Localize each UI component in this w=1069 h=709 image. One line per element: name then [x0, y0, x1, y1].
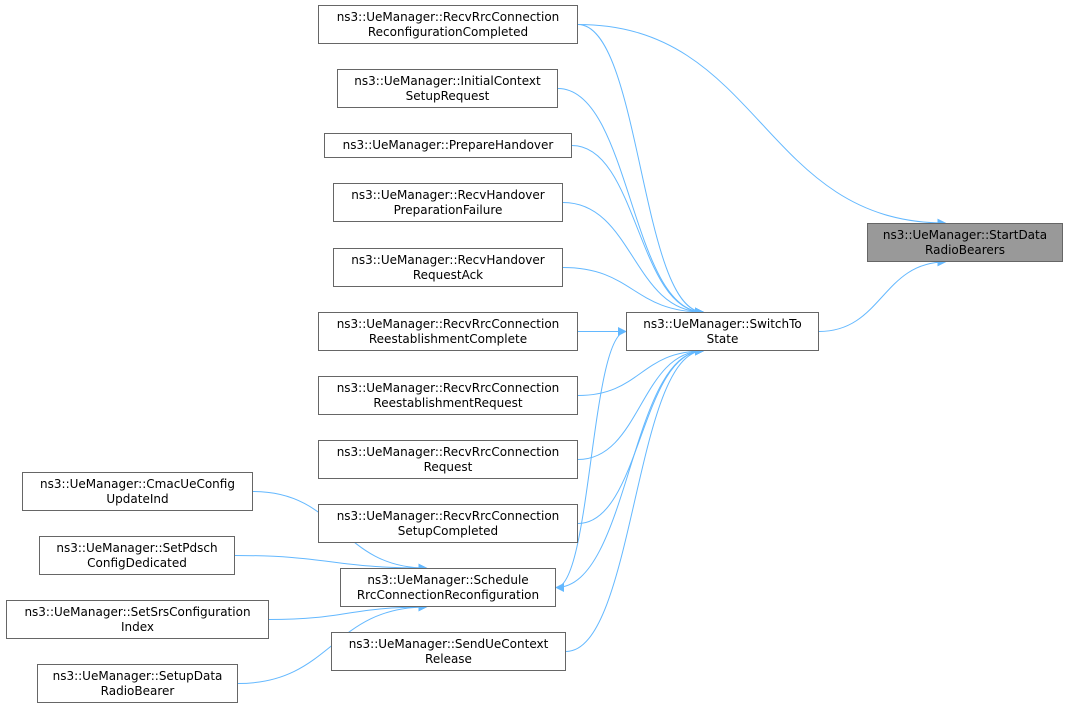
node-schedule-rrc-connection-reconfiguration[interactable]: ns3::UeManager::Schedule RrcConnectionRe…: [340, 568, 556, 607]
call-edge-prepare-handover-to-switch-to-state: [571, 145, 705, 317]
node-label-line: ReconfigurationCompleted: [367, 24, 529, 39]
node-cmac-ue-config-update-ind[interactable]: ns3::UeManager::CmacUeConfig UpdateInd: [22, 472, 253, 511]
node-label-line: PreparationFailure: [393, 202, 503, 217]
node-label-line: Request: [423, 459, 473, 474]
node-label-line: RadioBearer: [100, 683, 175, 698]
call-edge-switch-to-state-to-schedule-rrc-reconf: [555, 331, 627, 592]
node-prepare-handover[interactable]: ns3::UeManager::PrepareHandover: [324, 133, 572, 158]
node-label-line: ns3::UeManager::StartData: [882, 227, 1048, 242]
node-label-line: ns3::UeManager::RecvRrcConnection: [336, 444, 560, 459]
node-label-line: ns3::UeManager::InitialContext: [354, 73, 541, 88]
node-switch-to-state[interactable]: ns3::UeManager::SwitchTo State: [626, 312, 819, 351]
call-edge-send-ue-context-release-to-switch-to-state: [565, 346, 705, 652]
node-label-line: ns3::UeManager::RecvRrcConnection: [336, 380, 560, 395]
node-recv-rrc-connection-reestablishment-request[interactable]: ns3::UeManager::RecvRrcConnection Reesta…: [318, 376, 578, 415]
node-label-line: ns3::UeManager::RecvRrcConnection: [336, 9, 560, 24]
call-edge-recv-rrc-setup-completed-to-switch-to-state: [577, 346, 705, 524]
call-edge-recv-rrc-request-to-switch-to-state: [577, 346, 705, 460]
node-label-line: RequestAck: [412, 267, 484, 282]
node-recv-rrc-connection-setup-completed[interactable]: ns3::UeManager::RecvRrcConnection SetupC…: [318, 504, 578, 543]
node-label-line: ns3::UeManager::RecvRrcConnection: [336, 316, 560, 331]
node-label-line: SetupRequest: [405, 88, 490, 103]
node-label-line: ConfigDedicated: [87, 555, 187, 570]
call-edge-recv-handover-prep-failure-to-switch-to-state: [562, 202, 705, 317]
node-label-line: ns3::UeManager::CmacUeConfig: [40, 476, 235, 491]
call-edge-schedule-rrc-reconf-to-switch-to-state: [555, 346, 705, 588]
node-label-line: ns3::UeManager::SetupData: [52, 668, 223, 683]
node-label-line: Release: [425, 651, 472, 666]
node-label-line: ns3::UeManager::SwitchTo: [643, 316, 802, 331]
node-start-data-radio-bearers: ns3::UeManager::StartData RadioBearers: [867, 223, 1063, 262]
node-recv-handover-request-ack[interactable]: ns3::UeManager::RecvHandover RequestAck: [333, 248, 563, 287]
node-label-line: ns3::UeManager::PrepareHandover: [342, 138, 554, 152]
call-edge-recv-rrc-reconf-completed-to-switch-to-state: [577, 24, 705, 317]
node-label-line: ReestablishmentRequest: [373, 395, 523, 410]
node-label-line: ns3::UeManager::RecvRrcConnection: [336, 508, 560, 523]
node-label-line: ns3::UeManager::Schedule: [367, 572, 529, 587]
node-label-line: ns3::UeManager::RecvHandover: [351, 252, 545, 267]
node-recv-handover-preparation-failure[interactable]: ns3::UeManager::RecvHandover Preparation…: [333, 183, 563, 222]
node-label-line: ns3::UeManager::SetSrsConfiguration: [24, 604, 251, 619]
call-edge-initial-context-setup-to-switch-to-state: [557, 88, 705, 317]
node-setup-data-radio-bearer[interactable]: ns3::UeManager::SetupData RadioBearer: [37, 664, 238, 703]
call-edge-set-pdsch-config-to-schedule-rrc-reconf: [234, 555, 428, 573]
call-edge-recv-handover-request-ack-to-switch-to-state: [562, 267, 705, 317]
node-label-line: RadioBearers: [925, 242, 1005, 257]
node-label-line: RrcConnectionReconfiguration: [356, 587, 540, 602]
node-label-line: ns3::UeManager::SendUeContext: [348, 636, 549, 651]
node-send-ue-context-release[interactable]: ns3::UeManager::SendUeContext Release: [331, 632, 566, 671]
node-label-line: ns3::UeManager::SetPdsch: [56, 540, 218, 555]
node-recv-rrc-connection-reestablishment-complete[interactable]: ns3::UeManager::RecvRrcConnection Reesta…: [318, 312, 578, 351]
node-set-pdsch-config-dedicated[interactable]: ns3::UeManager::SetPdsch ConfigDedicated: [39, 536, 235, 575]
node-label-line: SetupCompleted: [397, 523, 499, 538]
node-label-line: ns3::UeManager::RecvHandover: [351, 187, 545, 202]
call-edge-recv-rrc-reest-request-to-switch-to-state: [577, 346, 705, 396]
call-edge-recv-rrc-reconf-completed-to-start-data: [577, 24, 947, 228]
call-edge-switch-to-state-to-start-data: [818, 257, 947, 332]
node-label-line: Index: [120, 619, 155, 634]
node-recv-rrc-connection-request[interactable]: ns3::UeManager::RecvRrcConnection Reques…: [318, 440, 578, 479]
node-initial-context-setup-request[interactable]: ns3::UeManager::InitialContext SetupRequ…: [337, 69, 558, 108]
node-label-line: ReestablishmentComplete: [368, 331, 528, 346]
node-label-line: State: [706, 331, 739, 346]
call-edge-set-srs-config-index-to-schedule-rrc-reconf: [268, 602, 428, 620]
node-recv-rrc-connection-reconfiguration-completed[interactable]: ns3::UeManager::RecvRrcConnection Reconf…: [318, 5, 578, 44]
node-set-srs-configuration-index[interactable]: ns3::UeManager::SetSrsConfiguration Inde…: [6, 600, 269, 639]
node-label-line: UpdateInd: [106, 491, 169, 506]
